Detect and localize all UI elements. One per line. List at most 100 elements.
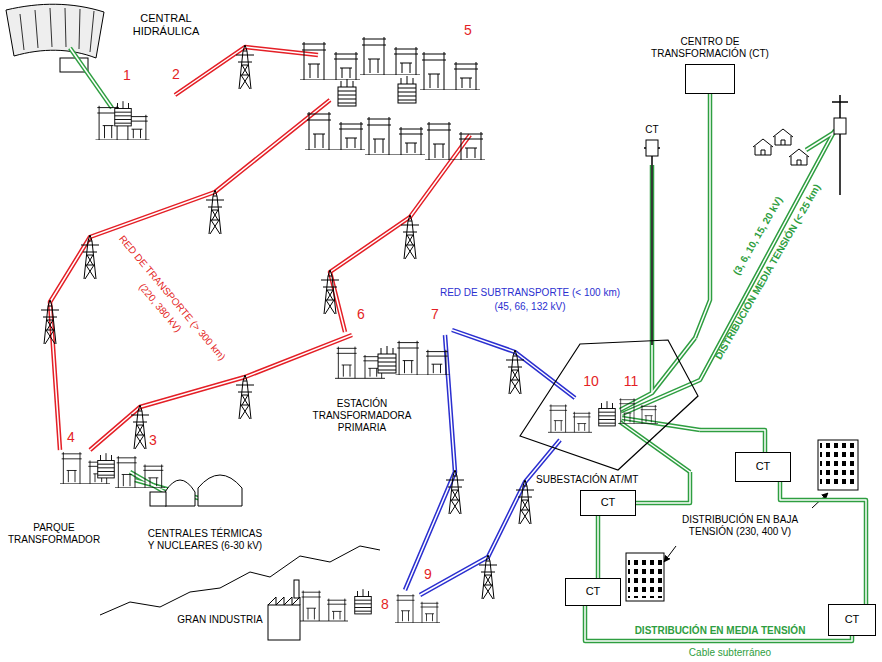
distribution-network-core: [70, 48, 838, 500]
transmission-tower: [41, 300, 59, 344]
apartment-building: [626, 553, 664, 601]
cable-core: [585, 606, 852, 641]
subtransmission-tower: [516, 480, 534, 524]
transformer: [378, 346, 396, 373]
apartment-building: [818, 440, 858, 490]
building-windows: [628, 556, 662, 598]
distribution-network: [70, 48, 838, 500]
mv-cable: [695, 94, 710, 338]
transformer-centre: CENTRO DE TRANSFORMACIÓN (CT): [645, 36, 775, 94]
switchyard: [395, 594, 440, 623]
transmission-tower: [206, 190, 224, 234]
transmission-tower: [236, 45, 254, 89]
mv-cable: [585, 606, 852, 641]
transformer: [338, 79, 356, 106]
ct-box: CT: [735, 452, 791, 482]
callout-number: 1: [123, 67, 131, 84]
transmission-tower: [81, 235, 99, 279]
subtransmission-tower: [446, 470, 464, 514]
transmission-network-core: [50, 47, 470, 450]
switchyard: [300, 591, 348, 621]
callout-number: 3: [149, 432, 157, 449]
house: [789, 149, 809, 165]
network-label: RED DE TRANSPORTE (> 300 km): [116, 233, 228, 363]
network-label: DISTRIBUCIÓN EN MEDIA TENSIÓN: [635, 625, 806, 637]
plant-label: CENTRAL HIDRÁULICA: [125, 12, 207, 38]
factory-chimney: [294, 580, 299, 598]
transformer: [115, 101, 132, 126]
plant-label: GRAN INDUSTRIA: [177, 614, 263, 626]
mv-cable: [596, 516, 601, 578]
building-windows: [820, 443, 856, 487]
switchyard: [300, 42, 360, 80]
ct-box: CT: [580, 490, 636, 516]
substation-region: SUBESTACIÓN AT/MT: [518, 338, 700, 472]
transformer: [599, 401, 616, 426]
switchyard: [548, 404, 592, 432]
voltage-label: (45, 66, 132 kV): [494, 301, 565, 313]
factory: [268, 605, 300, 640]
pole-transformer: [646, 140, 658, 156]
callout-number: 6: [357, 306, 365, 323]
transmission-tower: [131, 405, 149, 449]
cable-label: Cable subterráneo: [689, 647, 771, 659]
transformer: [98, 453, 115, 478]
substation-outline: [518, 338, 700, 472]
plant-label: CENTRALES TÉRMICAS Y NUCLEARES (6-30 kV): [144, 528, 266, 552]
callout-number: 7: [431, 306, 439, 323]
turbine-hall: [150, 492, 166, 506]
callout-number: 2: [172, 66, 180, 83]
ct-box-outline: [685, 64, 735, 94]
node-text: CT: [601, 496, 616, 509]
mountain-ridge: [100, 546, 380, 615]
callout-number: 4: [67, 429, 75, 446]
switchyard: [305, 112, 365, 150]
voltage-label: (3, 6, 10, 15, 20 kV): [731, 195, 786, 278]
dam: [6, 4, 104, 58]
callout-number: 10: [583, 373, 599, 390]
station-label: PARQUE TRANSFORMADOR: [4, 522, 104, 546]
callout-number: 9: [424, 566, 432, 583]
connector: [780, 482, 866, 604]
switchyard: [420, 52, 480, 90]
connector: [700, 430, 765, 452]
mv-cable: [780, 482, 866, 604]
callout-number: 5: [464, 22, 472, 39]
transmission-tower: [401, 215, 419, 259]
network-label: DISTRIBUCIÓN MEDIA TENSIÓN (< 25 km): [713, 182, 824, 362]
transformer: [398, 76, 416, 103]
ct-label: CT: [645, 124, 658, 136]
mv-cable: [700, 430, 765, 452]
node-text: CT: [586, 585, 601, 598]
connector: [636, 472, 690, 503]
subtransmission-network: [405, 330, 575, 595]
transmission-network: [50, 47, 470, 450]
dam-hatching: [20, 8, 94, 52]
cable-core: [636, 472, 690, 503]
distribution-pole: [832, 95, 848, 195]
node-text: SUBESTACIÓN AT/MT: [536, 474, 638, 486]
connector: [585, 606, 852, 641]
station-label: ESTACIÓN TRANSFORMADORA PRIMARIA: [312, 398, 412, 434]
switchyard: [618, 398, 658, 423]
substation-boundary: [520, 340, 698, 470]
ct-box: CT: [828, 604, 876, 636]
pole-transformer: [834, 118, 846, 134]
callout-number: 11: [624, 373, 639, 390]
switchyard: [360, 37, 420, 75]
subtransmission-tower: [506, 350, 524, 394]
reactor-dome: [198, 475, 242, 506]
node-text: CT: [756, 460, 771, 473]
switchyard: [115, 456, 165, 488]
ct-box: CT: [565, 578, 621, 606]
cable-core: [700, 430, 765, 452]
distribution-pole: [644, 140, 660, 345]
voltage-label: (220, 380 kV): [136, 281, 184, 335]
network-label: RED DE SUBTRANSPORTE (< 100 km): [440, 287, 620, 299]
transmission-tower: [321, 270, 339, 314]
